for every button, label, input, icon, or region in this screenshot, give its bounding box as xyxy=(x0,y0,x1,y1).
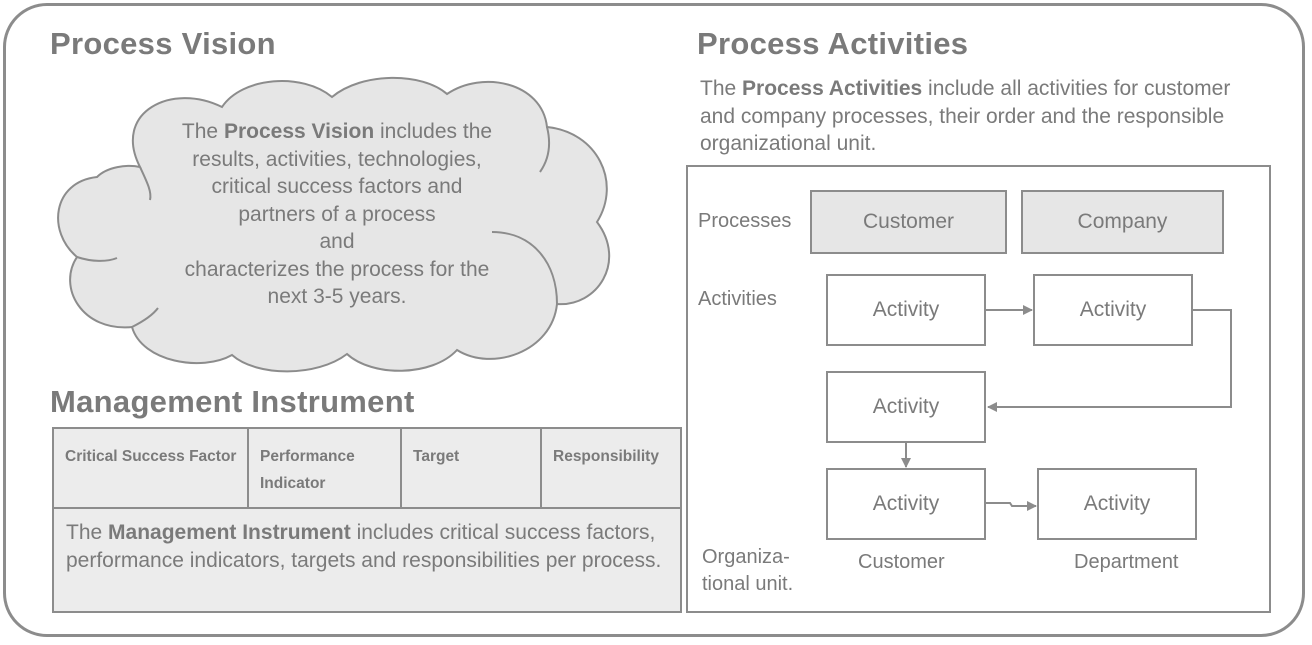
management-instrument-header-row: Critical Success Factor Performance Indi… xyxy=(54,429,680,509)
process-vision-text: The Process Vision includes the results,… xyxy=(181,120,493,308)
process-vision-title: Process Vision xyxy=(50,26,276,61)
process-vision-bold: Process Vision xyxy=(223,120,375,143)
activity-box: Activity xyxy=(826,468,986,540)
process-company: Company xyxy=(1021,190,1224,254)
row-label-org-unit-1: Organiza- xyxy=(702,546,790,568)
process-vision-cloud: The Process Vision includes the results,… xyxy=(52,72,617,374)
activity-box: Activity xyxy=(826,274,986,346)
unit-label-customer: Customer xyxy=(858,551,945,573)
management-instrument-title: Management Instrument xyxy=(50,384,415,419)
row-label-activities: Activities xyxy=(698,288,777,310)
arrow-2 xyxy=(987,309,1232,412)
process-activities-diagram: Processes Activities Organiza- tional un… xyxy=(686,165,1271,613)
column-header: Target xyxy=(402,429,542,507)
activity-box: Activity xyxy=(1033,274,1193,346)
management-instrument-table: Critical Success Factor Performance Indi… xyxy=(52,427,682,613)
process-activities-title: Process Activities xyxy=(697,26,969,61)
column-header: Responsibility xyxy=(553,448,659,465)
activity-box: Activity xyxy=(1037,468,1197,540)
cloud-shape xyxy=(57,76,611,373)
column-header: Performance Indicator xyxy=(249,429,402,507)
unit-label-department: Department xyxy=(1074,551,1179,573)
row-label-processes: Processes xyxy=(698,210,792,232)
outer-frame xyxy=(3,3,1305,637)
activity-box: Activity xyxy=(826,371,986,443)
arrow-4 xyxy=(986,501,1037,511)
flow-arrows xyxy=(901,305,1232,511)
process-activities-text: The Process Activities include all activ… xyxy=(700,77,1231,155)
management-instrument-bold: Management Instrument xyxy=(108,521,351,544)
column-header: Critical Success Factor xyxy=(54,429,249,507)
management-instrument-text: The Management Instrument includes criti… xyxy=(66,521,662,572)
process-activities-bold: Process Activities xyxy=(742,77,923,100)
row-label-org-unit-2: tional unit. xyxy=(702,573,794,595)
process-customer: Customer xyxy=(810,190,1007,254)
